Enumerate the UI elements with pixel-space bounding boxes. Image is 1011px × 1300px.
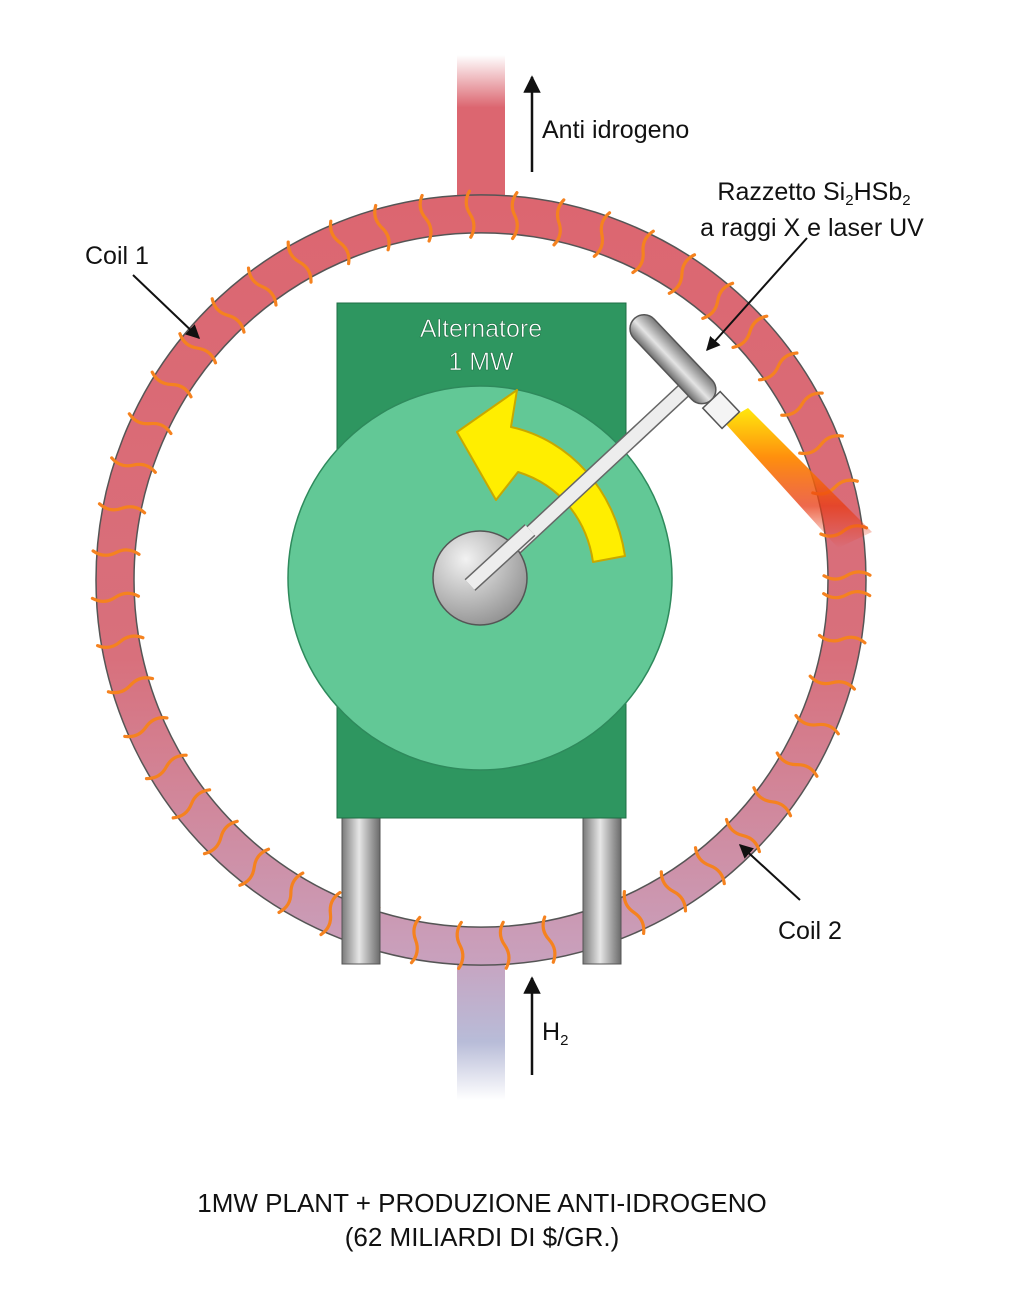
coil-winding [90, 591, 140, 603]
coil-winding [667, 253, 697, 295]
coil-winding [286, 240, 313, 284]
coil-winding [328, 219, 351, 266]
coil-winding [202, 819, 239, 856]
coil-winding [775, 751, 819, 778]
coil-winding [780, 391, 824, 417]
coil-winding [409, 915, 422, 965]
alternator-label-line1: Alternatore [420, 315, 542, 343]
coil-winding [752, 786, 793, 818]
coil-winding [319, 891, 342, 937]
input-label: H2 [542, 1018, 568, 1049]
coil-winding [817, 633, 867, 645]
support-leg-right [582, 817, 622, 965]
coil-winding [127, 412, 173, 436]
coil-winding [808, 674, 856, 691]
coil-winding [798, 434, 844, 456]
beam-label-line1: Razzetto Si2HSb2 [717, 178, 910, 209]
coil-winding [693, 846, 726, 886]
coil-winding [701, 281, 735, 320]
rotation-arrow-icon [456, 389, 626, 563]
coil-winding [822, 570, 872, 581]
coil-winding [552, 198, 566, 247]
coil-winding [510, 191, 519, 241]
beam-leader-line [706, 237, 808, 352]
coil-winding [123, 716, 169, 739]
coil2-label: Coil 2 [778, 917, 842, 945]
coil-winding [659, 870, 688, 913]
beam-label-line2: a raggi X e laser UV [700, 214, 924, 242]
coil-winding [822, 590, 872, 600]
coil-winding [498, 920, 511, 970]
coil-winding [464, 189, 476, 239]
beam-flame [724, 408, 872, 548]
alternator-label-line2: 1 MW [448, 348, 514, 376]
coil-winding [91, 548, 141, 557]
caption-line1: 1MW PLANT + PRODUZIONE ANTI-IDROGENO [197, 1188, 766, 1218]
coil-winding [418, 193, 433, 243]
output-pipe [457, 55, 505, 205]
coil-winding [724, 817, 761, 854]
caption-line2: (62 MILIARDI DI $/GR.) [345, 1222, 620, 1252]
coil-winding [631, 229, 655, 275]
coil-winding [373, 203, 391, 252]
coil-winding [246, 266, 278, 307]
support-leg-left [341, 817, 381, 965]
coil-winding [210, 297, 246, 334]
coil-winding [97, 502, 147, 515]
coil-winding [178, 332, 218, 365]
coil-winding [622, 890, 646, 935]
coil-winding [96, 634, 145, 649]
coil-winding [144, 753, 188, 781]
coil1-label: Coil 1 [85, 242, 149, 270]
coil2-leader-line [738, 844, 801, 901]
coil-winding [277, 871, 305, 914]
beam-emitter [629, 314, 741, 430]
input-pipe [457, 955, 505, 1100]
coil-winding [106, 676, 155, 695]
coil-winding [455, 920, 465, 970]
coil-winding [150, 370, 193, 399]
coil-winding [171, 788, 212, 820]
coil-winding [794, 714, 840, 736]
coil-winding [238, 847, 271, 887]
coil-winding [541, 915, 557, 964]
output-label: Anti idrogeno [542, 116, 689, 144]
coil1-leader-line [132, 274, 201, 339]
coil-winding [757, 351, 799, 382]
coil-winding [110, 456, 157, 474]
coil-winding [731, 314, 769, 349]
coil-winding [592, 211, 612, 258]
